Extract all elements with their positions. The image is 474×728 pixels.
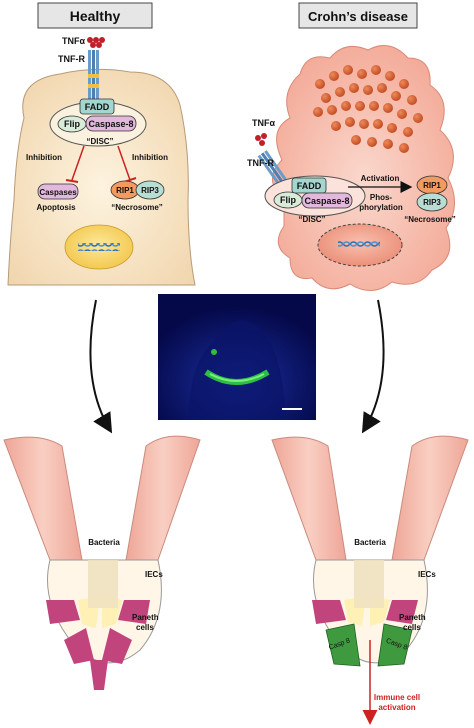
crohns-title: Crohn’s disease xyxy=(308,9,408,24)
immune-label-1: Immune cell xyxy=(374,693,420,702)
caspases-label: Caspases xyxy=(39,188,77,197)
necrosome-label-crohns: “Necrosome” xyxy=(404,215,456,224)
casp8-cell-left xyxy=(325,623,361,667)
paneth-label-healthy-2: cells xyxy=(136,623,154,632)
activation-label: Activation xyxy=(361,174,400,183)
bacteria-cluster-crohns xyxy=(354,560,384,608)
bacteria-label-crohns: Bacteria xyxy=(354,538,386,547)
iecs-label-crohns: IECs xyxy=(418,570,436,579)
fadd-label-crohns: FADD xyxy=(297,181,322,191)
crypt-healthy: Bacteria IECs Paneth cells xyxy=(3,435,201,690)
dna-icon-crohns xyxy=(338,241,380,249)
caspase8-label-healthy: Caspase-8 xyxy=(88,119,133,129)
iecs-label-healthy: IECs xyxy=(145,570,163,579)
caspase8-box-crohns xyxy=(301,192,353,209)
apoptosis-label: Apoptosis xyxy=(36,203,76,212)
bacteria-cluster-healthy xyxy=(88,560,118,608)
flip-label-crohns: Flip xyxy=(280,195,296,205)
fadd-label-healthy: FADD xyxy=(85,102,110,112)
inhibition-left-label: Inhibition xyxy=(26,153,62,162)
tnf-label-crohns: TNFα xyxy=(252,118,275,128)
healthy-cell: TNFα TNF-R FADD Flip Caspase-8 “DISC” In… xyxy=(7,36,196,286)
crohns-header: Crohn’s disease xyxy=(298,2,418,29)
arrow-crohns-to-crypt xyxy=(361,299,385,434)
rip3-shape-crohns xyxy=(416,192,448,212)
necrosome-label-healthy: “Necrosome” xyxy=(111,203,163,212)
flip-label-healthy: Flip xyxy=(64,119,80,129)
phosphorylation-label-2: phorylation xyxy=(359,203,403,212)
inhibition-right-label: Inhibition xyxy=(132,153,168,162)
rip1-label-healthy: RIP1 xyxy=(116,186,134,195)
crypt-crohns: Bacteria IECs Paneth cells Casp 8 Casp 8… xyxy=(271,435,469,725)
paneth-label-crohns-1: Paneth xyxy=(399,613,426,622)
rip3-label-healthy: RIP3 xyxy=(141,186,159,195)
tnf-receptor-healthy xyxy=(87,37,105,104)
crohns-cell: TNFα TNF-R FADD Flip Caspase-8 “DISC” Ac… xyxy=(247,45,456,291)
fadd-box-healthy xyxy=(79,98,115,115)
rip3-label-crohns: RIP3 xyxy=(423,198,441,207)
caspase8-label-crohns: Caspase-8 xyxy=(304,196,349,206)
healthy-header: Healthy xyxy=(37,2,153,29)
rip1-label-crohns: RIP1 xyxy=(423,181,441,190)
tnfr-label-crohns: TNF-R xyxy=(247,158,274,168)
tnf-label-healthy: TNFα xyxy=(62,36,85,46)
disc-label-crohns: “DISC” xyxy=(298,215,325,224)
caspase8-box-healthy xyxy=(85,115,137,132)
casp8-cell-right xyxy=(377,623,413,667)
arrow-healthy-to-crypt xyxy=(89,299,113,434)
paneth-label-healthy-1: Paneth xyxy=(132,613,159,622)
dna-icon-healthy xyxy=(78,243,120,251)
caspases-box xyxy=(37,183,79,200)
paneth-label-crohns-2: cells xyxy=(403,623,421,632)
healthy-title: Healthy xyxy=(70,8,121,24)
tnfr-label-healthy: TNF-R xyxy=(58,54,85,64)
rip3-shape-healthy xyxy=(135,180,165,200)
disc-label-healthy: “DISC” xyxy=(86,137,113,146)
microscopy-image xyxy=(158,294,316,420)
granules xyxy=(313,65,423,153)
immune-label-2: activation xyxy=(378,703,415,712)
phosphorylation-label-1: Phos- xyxy=(370,193,393,202)
bacteria-label-healthy: Bacteria xyxy=(88,538,120,547)
